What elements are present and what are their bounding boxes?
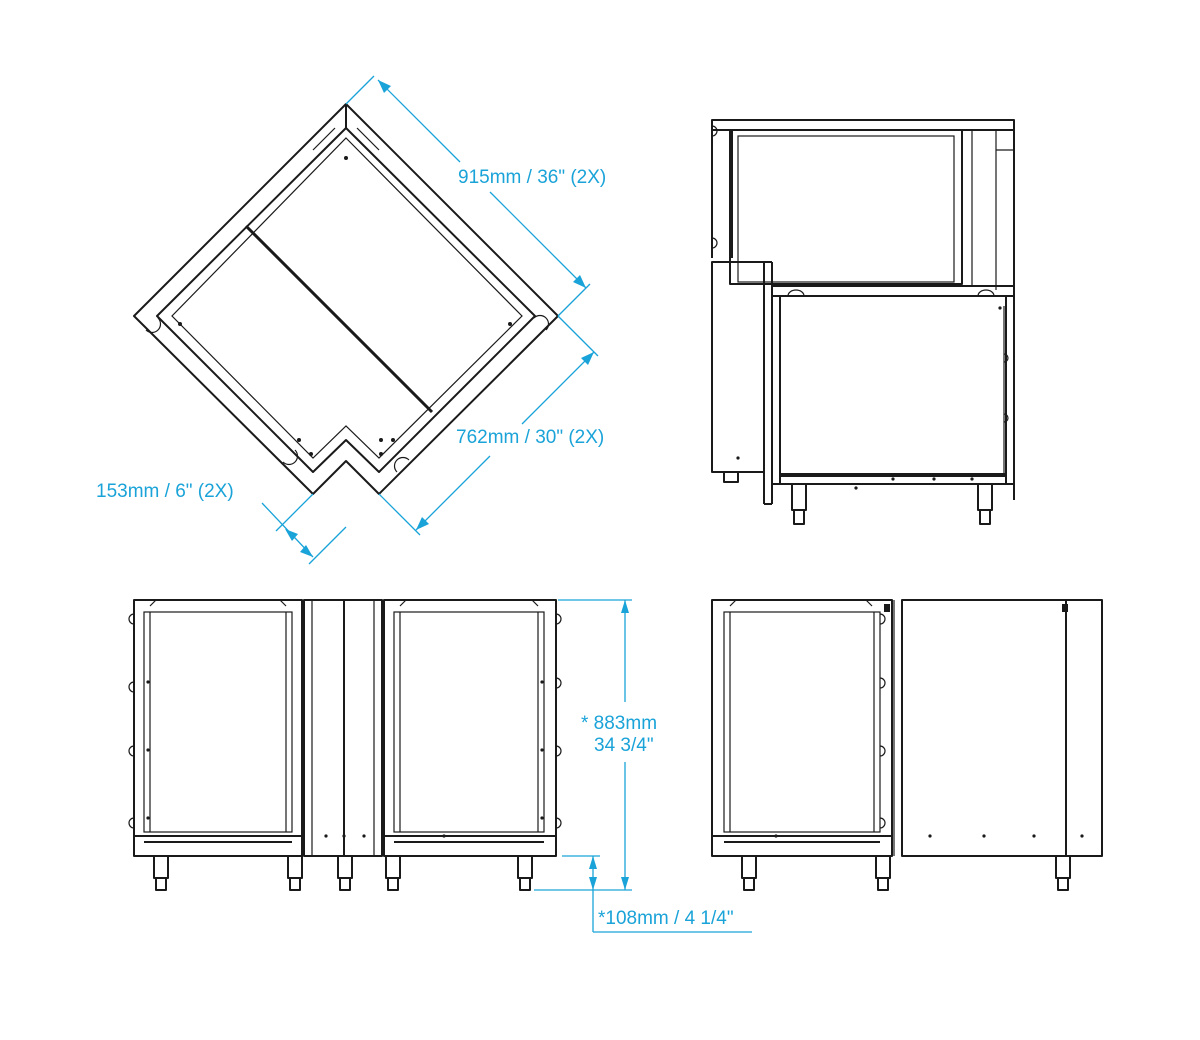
front-elevation xyxy=(128,599,562,891)
plan-view-side-panel xyxy=(711,261,765,473)
depth-dimension-label: 762mm / 30" (2X) xyxy=(456,427,605,448)
plan-view-back-panel xyxy=(729,129,963,285)
top-view xyxy=(133,103,559,495)
front-left-cabinet xyxy=(133,599,303,857)
front-dimensions xyxy=(534,599,752,933)
plan-view-legs xyxy=(791,483,993,525)
front-right-cabinet xyxy=(383,599,557,857)
return-dimension-label: 153mm / 6" (2X) xyxy=(96,481,234,502)
height-dimension-label-line1: * 883mm xyxy=(581,713,658,734)
top-view-inner-frame xyxy=(156,127,536,473)
front-legs xyxy=(153,855,533,891)
side-cabinet xyxy=(711,599,893,857)
side-elevation xyxy=(711,599,1103,891)
height-dimension-label-line2: 34 3/4" xyxy=(594,735,654,756)
top-view-divider xyxy=(244,224,434,414)
side-legs xyxy=(741,855,1071,891)
width-dimension-label: 915mm / 36" (2X) xyxy=(458,167,607,188)
leg-height-dimension-label: *108mm / 4 1/4" xyxy=(598,908,734,929)
side-end-panel xyxy=(901,599,1103,857)
plan-view xyxy=(711,119,1015,525)
top-view-dimensions xyxy=(261,75,599,565)
top-view-deck xyxy=(171,137,523,459)
